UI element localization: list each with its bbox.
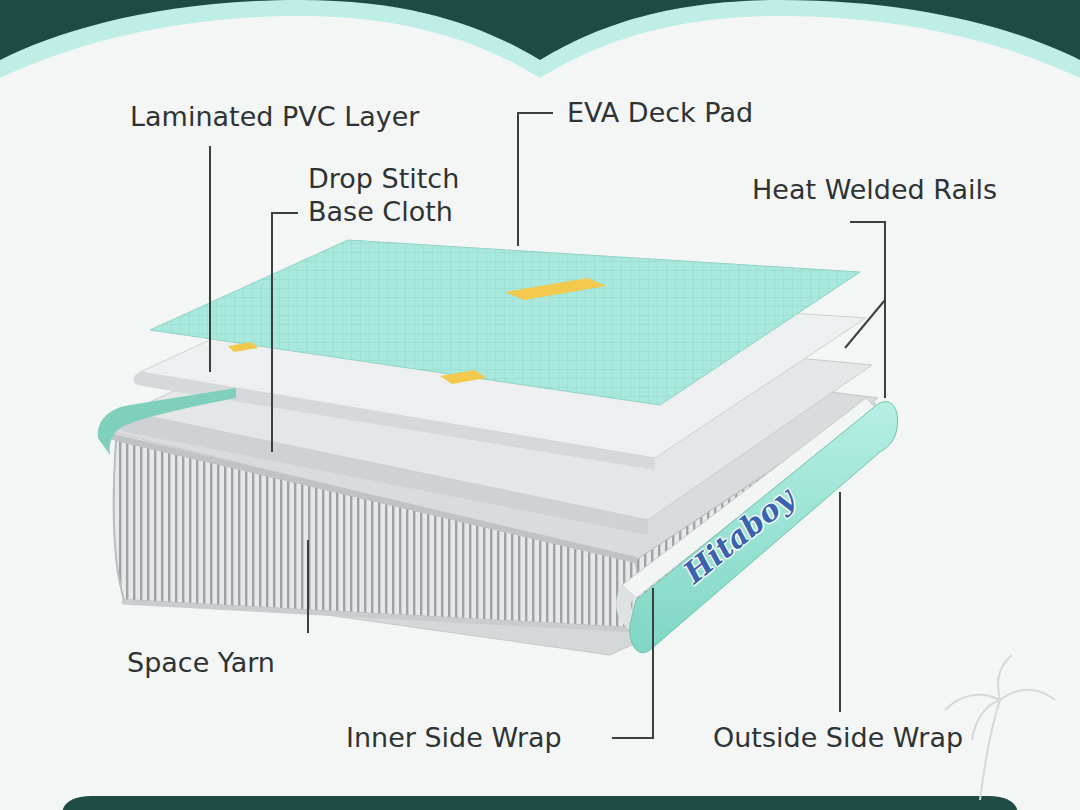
- bottom-bar: [65, 796, 1015, 810]
- page-panel: [0, 16, 1080, 810]
- part-label: Heat Welded Rails: [752, 173, 1072, 206]
- inner-side-wrap: [622, 398, 876, 598]
- outside-side-wrap: [630, 402, 898, 653]
- brand-logo: Hitaboy: [677, 481, 801, 590]
- deck-strap: [440, 370, 486, 384]
- part-label: Inner Side Wrap: [346, 721, 646, 754]
- part-label: Space Yarn: [127, 646, 367, 679]
- deck-strap: [228, 342, 258, 352]
- eva-deck-pad: [150, 240, 860, 405]
- base-cloth-edge: [122, 602, 634, 630]
- leader-lines: [210, 113, 885, 738]
- part-label: EVA Deck Pad: [567, 96, 827, 129]
- left-side-wrap: [98, 388, 236, 455]
- part-label: Outside Side Wrap: [713, 721, 1033, 754]
- bottom-bar: [62, 797, 1018, 810]
- part-label: Drop Stitch Base Cloth: [308, 162, 513, 228]
- part-label: Laminated PVC Layer: [130, 100, 490, 133]
- deck-strap: [505, 278, 606, 300]
